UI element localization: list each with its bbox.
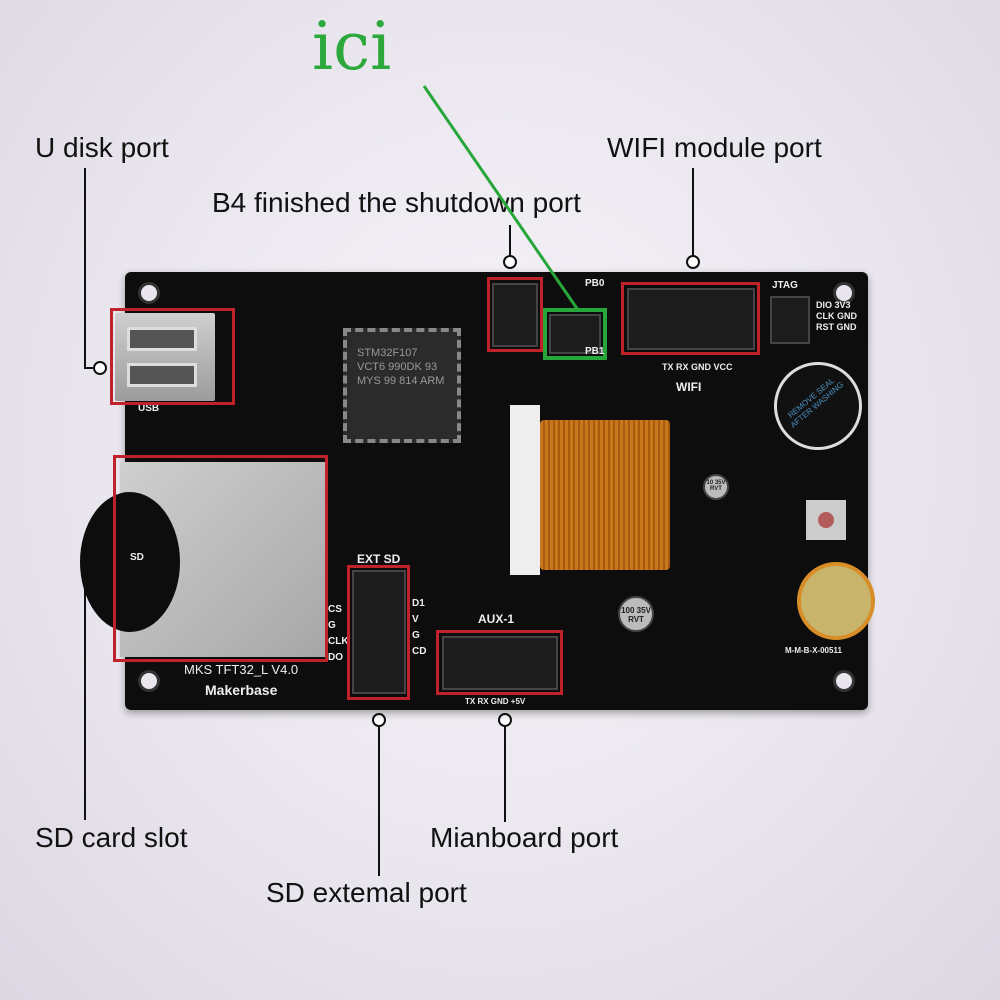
silk-sd: SD	[130, 552, 144, 563]
silk-wifi: WIFI	[676, 380, 702, 394]
reset-button	[806, 500, 846, 540]
mount-hole	[833, 282, 855, 304]
highlight-b4-port	[487, 277, 543, 352]
highlight-wifi	[621, 282, 760, 355]
silk-aux-pins: TX RX GND +5V	[465, 697, 526, 706]
highlight-ext-sd	[347, 565, 410, 700]
capacitor: 100 35V RVT	[618, 596, 654, 632]
silk-serial: M-M-B-X-00511	[785, 646, 842, 655]
label-sd-external-port: SD extemal port	[266, 877, 467, 908]
silk-jtag: JTAG	[772, 280, 798, 291]
silk-ext-sd: EXT SD	[357, 552, 401, 566]
silk-model: MKS TFT32_L V4.0	[184, 662, 299, 677]
pb1-header	[549, 314, 601, 354]
ext-sd-header	[352, 570, 406, 694]
silk-pb0: PB0	[585, 278, 605, 289]
jtag-header	[770, 296, 810, 344]
coin-battery	[797, 562, 875, 640]
sd-card-slot: SD	[80, 462, 325, 657]
ici-annotation: ici	[312, 8, 392, 85]
mount-hole	[833, 670, 855, 692]
wifi-header	[627, 288, 755, 350]
silk-jtag-pins: DIO 3V3 CLK GND RST GND	[816, 300, 857, 332]
usb-port	[115, 313, 215, 401]
silk-wifi-pins: TX RX GND VCC	[662, 362, 733, 372]
mount-hole	[138, 670, 160, 692]
highlight-ici-pb1	[543, 308, 607, 360]
label-mainboard-port: Mianboard port	[430, 822, 619, 853]
label-b4-shutdown-port: B4 finished the shutdown port	[212, 187, 581, 218]
capacitor: 10 35V RVT	[703, 474, 729, 500]
mount-hole	[138, 282, 160, 304]
label-sd-card-slot: SD card slot	[35, 822, 188, 853]
silk-aux: AUX-1	[478, 612, 515, 626]
aux-header	[442, 636, 558, 690]
label-u-disk-port: U disk port	[35, 132, 169, 163]
fpc-connector	[510, 405, 540, 575]
highlight-usb	[110, 308, 235, 405]
b4-header	[492, 283, 538, 347]
makerbase-logo: Makerbase	[205, 682, 278, 698]
label-wifi-module-port: WIFI module port	[607, 132, 822, 163]
highlight-sd-slot	[113, 455, 328, 662]
mcu-chip: STM32F107 VCT6 990DK 93 MYS 99 814 ARM	[343, 328, 461, 443]
silk-usb: USB	[138, 403, 160, 414]
ribbon-cable	[540, 420, 670, 570]
highlight-aux	[436, 630, 563, 695]
silk-pb1: PB1	[585, 346, 605, 357]
